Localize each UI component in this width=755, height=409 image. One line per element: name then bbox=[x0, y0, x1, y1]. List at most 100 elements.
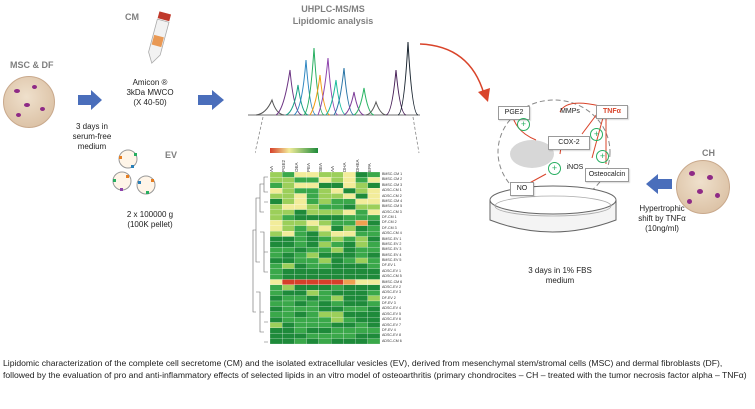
heatmap-cell bbox=[294, 209, 307, 216]
heatmap-cell bbox=[367, 311, 380, 318]
heatmap-cell bbox=[270, 198, 283, 205]
heatmap-cell bbox=[306, 241, 319, 248]
heatmap-cell bbox=[367, 220, 380, 226]
heatmap-cell bbox=[318, 295, 332, 302]
heatmap-cell bbox=[282, 241, 295, 248]
heatmap-cell bbox=[355, 327, 368, 334]
heatmap-cell bbox=[355, 333, 368, 339]
heatmap-cell bbox=[306, 290, 319, 296]
heatmap-cell bbox=[367, 317, 380, 323]
heatmap-cell bbox=[367, 193, 380, 199]
fbs-text-2: medium bbox=[545, 276, 575, 285]
heatmap-cell bbox=[331, 204, 344, 210]
heatmap-cell bbox=[343, 172, 356, 178]
heatmap-cell bbox=[367, 306, 380, 312]
heatmap-cell bbox=[331, 198, 344, 205]
heatmap-cell bbox=[331, 300, 344, 307]
heatmap-cell bbox=[355, 198, 368, 205]
heatmap-cell bbox=[355, 279, 368, 285]
heatmap-cell bbox=[282, 252, 295, 259]
heatmap-cell bbox=[318, 209, 332, 216]
pge2-node: PGE2 bbox=[498, 106, 530, 120]
heatmap-cell bbox=[367, 198, 380, 205]
heatmap-cell bbox=[367, 209, 380, 216]
heatmap-cell bbox=[294, 236, 307, 242]
blue-arrow-2 bbox=[198, 90, 224, 110]
heatmap-cell bbox=[355, 209, 368, 216]
heatmap-row-label: ADSC-CM 6 bbox=[382, 338, 402, 343]
heatmap-cell bbox=[331, 268, 344, 275]
heatmap-cell bbox=[355, 300, 368, 307]
heatmap-cell bbox=[306, 198, 319, 205]
heatmap-cell bbox=[270, 295, 283, 302]
heatmap-cell bbox=[355, 188, 368, 194]
serum-free-label: 3 days in serum-free medium bbox=[66, 122, 118, 152]
heatmap-row-label: ADSC-CM 4 bbox=[382, 231, 402, 236]
heatmap-row-label: ADSC-EV 8 bbox=[382, 333, 401, 338]
heatmap-cell bbox=[318, 204, 332, 210]
heatmap-cell bbox=[343, 257, 356, 264]
figure-caption: Lipidomic characterization of the comple… bbox=[3, 358, 747, 380]
heatmap-cell bbox=[355, 247, 368, 253]
heatmap-row-label: ADSC-CM 3 bbox=[382, 209, 402, 214]
heatmap-cell bbox=[343, 204, 356, 210]
heatmap-cell bbox=[343, 198, 356, 205]
heatmap-cell bbox=[282, 284, 295, 291]
heatmap-cell bbox=[343, 193, 356, 199]
heatmap-cell bbox=[270, 188, 283, 194]
heatmap-cell bbox=[282, 274, 295, 280]
heatmap-cell bbox=[367, 295, 380, 302]
heatmap-cell bbox=[270, 209, 283, 216]
heatmap-cell bbox=[343, 188, 356, 194]
heatmap-cell bbox=[367, 182, 380, 189]
medium-text: medium bbox=[77, 142, 107, 151]
heatmap-cell bbox=[270, 177, 283, 183]
heatmap-cell bbox=[367, 204, 380, 210]
heatmap-cell bbox=[331, 247, 344, 253]
heatmap-cell bbox=[282, 263, 295, 269]
heatmap-cell bbox=[331, 236, 344, 242]
heatmap-cell bbox=[343, 274, 356, 280]
heatmap-cell bbox=[306, 188, 319, 194]
heatmap-cell bbox=[294, 231, 307, 237]
heatmap-cell bbox=[294, 257, 307, 264]
heatmap-cell bbox=[343, 209, 356, 216]
cell-nucleus bbox=[707, 175, 713, 180]
heatmap-cell bbox=[318, 284, 332, 291]
extracellular-vesicles-icon bbox=[112, 149, 156, 195]
heatmap-cell bbox=[306, 209, 319, 216]
heatmap-cell bbox=[318, 306, 332, 312]
heatmap-cell bbox=[282, 295, 295, 302]
heatmap-cell bbox=[343, 317, 356, 323]
heatmap-cell bbox=[355, 252, 368, 259]
heatmap-cell bbox=[294, 241, 307, 248]
heatmap-row-label: BMSC-CM 6 bbox=[382, 279, 403, 284]
three-days-text: 3 days in bbox=[75, 122, 109, 131]
heatmap-row-label: BMSC-EV 5 bbox=[382, 258, 402, 262]
heatmap-row-label: ADSC-CM 1 bbox=[382, 188, 402, 193]
heatmap-dendrogram bbox=[252, 176, 268, 343]
heatmap-cell bbox=[331, 327, 344, 334]
heatmap-cell bbox=[306, 182, 319, 189]
heatmap-cell bbox=[270, 322, 283, 328]
heatmap-cell bbox=[306, 193, 319, 199]
heatmap-cell bbox=[294, 268, 307, 275]
heatmap-cell bbox=[294, 214, 307, 221]
ultracentrifuge-label: 2 x 100000 g (100K pellet) bbox=[118, 210, 182, 230]
heatmap-cell bbox=[270, 333, 283, 339]
heatmap-cell bbox=[294, 317, 307, 323]
heatmap-cell bbox=[282, 279, 295, 285]
inos-node: iNOS bbox=[566, 164, 584, 171]
heatmap-cell bbox=[355, 177, 368, 183]
heatmap-cell bbox=[294, 247, 307, 253]
hypertrophic-label: Hypertrophic shift by TNFα (10ng/ml) bbox=[632, 204, 692, 234]
heatmap-cell bbox=[331, 188, 344, 194]
heatmap-row-label: BMSC-EV 3 bbox=[382, 247, 402, 252]
heatmap-cell bbox=[367, 279, 380, 285]
heatmap-cell bbox=[282, 177, 295, 183]
heatmap-cell bbox=[343, 177, 356, 183]
heatmap-cell bbox=[318, 198, 332, 205]
heatmap-cell bbox=[343, 338, 356, 344]
heatmap-cell bbox=[306, 327, 319, 334]
heatmap-column-label: DHEA bbox=[354, 159, 360, 172]
